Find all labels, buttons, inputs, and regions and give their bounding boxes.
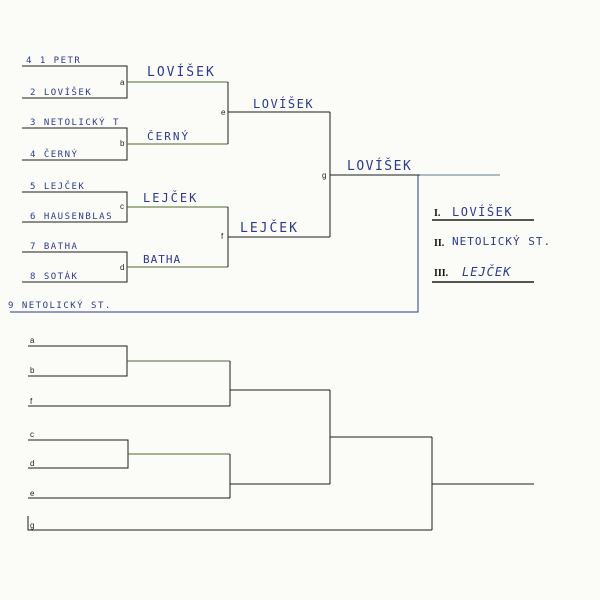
placing-3-rank: III. bbox=[434, 268, 449, 279]
champion-name: LOVÍŠEK bbox=[347, 158, 412, 174]
slot-label-f: f bbox=[30, 397, 33, 406]
placing-1-name: LOVÍŠEK bbox=[452, 204, 513, 219]
slot-label-e: e bbox=[30, 489, 35, 498]
entrant-list: 4 1 PETR 2 LOVÍŠEK 3 NETOLICKÝ T 4 ČERNÝ… bbox=[8, 56, 120, 311]
entrant-7: 7 BATHA bbox=[30, 242, 78, 252]
bottom-slot-labels: a b f c d e g bbox=[30, 336, 35, 530]
placing-2-name: NETOLICKÝ ST. bbox=[452, 235, 551, 248]
placings: I. LOVÍŠEK II. NETOLICKÝ ST. III. LEJČEK bbox=[432, 204, 551, 283]
entrant-1: 4 1 PETR bbox=[26, 56, 81, 66]
placing-2-rank: II. bbox=[434, 238, 445, 249]
round-winners: LOVÍŠEK ČERNÝ LEJČEK BATHA LOVÍŠEK LEJČE… bbox=[143, 64, 412, 266]
winner-match-e: LOVÍŠEK bbox=[253, 96, 314, 111]
slot-label-c: c bbox=[30, 430, 34, 439]
top-round-letters: a b c d e f g bbox=[120, 78, 326, 272]
slot-label-g: g bbox=[30, 521, 34, 530]
match-letter-b: b bbox=[120, 139, 125, 148]
entrant-8: 8 SOTÁK bbox=[30, 270, 78, 282]
entrant-5: 5 LEJČEK bbox=[30, 180, 85, 192]
match-letter-c: c bbox=[120, 202, 124, 211]
bottom-bracket-lines bbox=[27, 345, 534, 531]
winner-match-c: LEJČEK bbox=[143, 190, 198, 205]
match-letter-g: g bbox=[322, 171, 326, 180]
match-letter-f: f bbox=[221, 232, 224, 241]
winner-match-a: LOVÍŠEK bbox=[147, 64, 216, 80]
entrant-4: 4 ČERNÝ bbox=[30, 148, 78, 160]
slot-label-d: d bbox=[30, 459, 34, 468]
match-letter-a: a bbox=[120, 78, 125, 87]
match-letter-e: e bbox=[221, 108, 226, 117]
winner-match-d: BATHA bbox=[143, 253, 181, 266]
winner-match-b: ČERNÝ bbox=[147, 130, 190, 143]
top-bracket-lines bbox=[10, 65, 500, 313]
winner-match-f: LEJČEK bbox=[240, 220, 299, 236]
entrant-3: 3 NETOLICKÝ T bbox=[30, 116, 120, 128]
slot-label-a: a bbox=[30, 336, 35, 345]
placing-1-rank: I. bbox=[434, 208, 441, 219]
slot-label-b: b bbox=[30, 366, 35, 375]
entrant-2: 2 LOVÍŠEK bbox=[30, 86, 92, 98]
placing-3-name: LEJČEK bbox=[462, 264, 511, 279]
match-letter-d: d bbox=[120, 263, 124, 272]
entrant-9: 9 NETOLICKÝ ST. bbox=[8, 299, 112, 311]
entrant-6: 6 HAUSENBLAS bbox=[30, 212, 113, 222]
